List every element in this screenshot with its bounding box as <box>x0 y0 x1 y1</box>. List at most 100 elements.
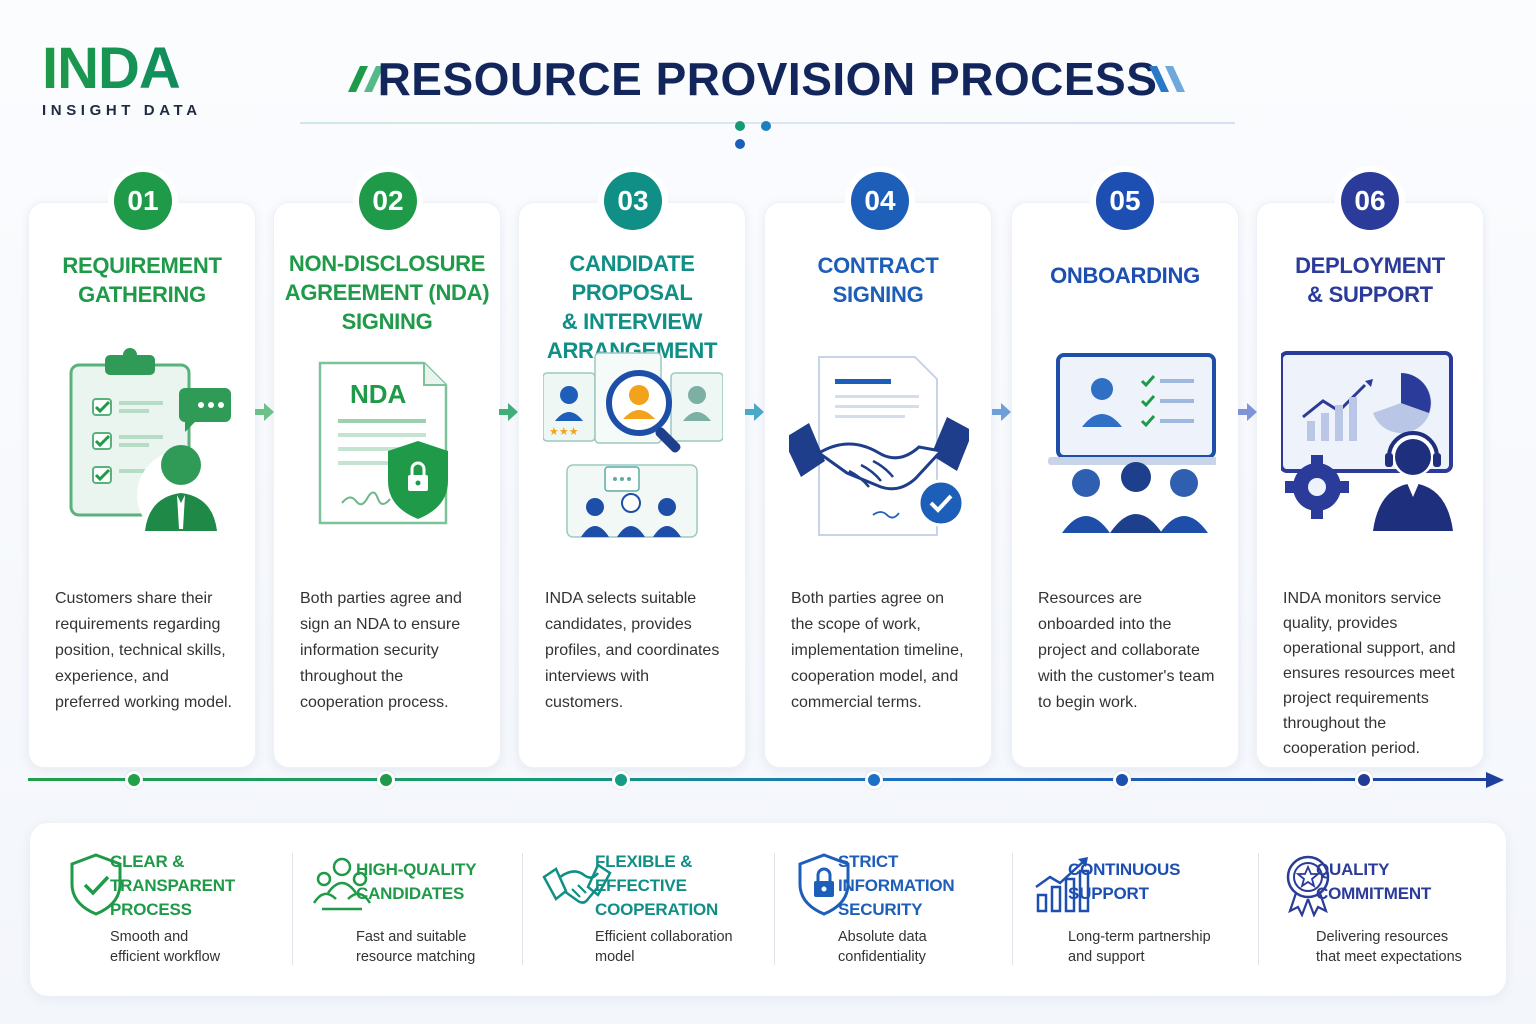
step-title-line: & INTERVIEW <box>561 309 703 334</box>
benefit-title: CONTINUOUS SUPPORT <box>1068 858 1180 906</box>
benefit-divider <box>292 853 293 965</box>
step-title-line: AGREEMENT (NDA) <box>284 280 490 305</box>
step-description-line: project and collaborate <box>1038 642 1200 659</box>
step-arrow-icon <box>255 403 274 421</box>
step-title-line: ONBOARDING <box>1050 263 1200 288</box>
inda-logo: INDA INSIGHT DATA <box>42 40 242 120</box>
step-number-badge: 01 <box>114 172 172 230</box>
handshake-contract-icon <box>783 343 973 543</box>
step-number-badge: 02 <box>359 172 417 230</box>
benefit-description-line: confidentiality <box>838 949 926 965</box>
step-description-line: ensures resources meet <box>1283 665 1455 682</box>
step-description-line: cooperation model, and <box>791 668 959 685</box>
step-title-line: SIGNING <box>832 282 924 307</box>
step-title-line: SIGNING <box>341 309 433 334</box>
benefit-description-line: Fast and suitable <box>356 929 467 945</box>
step-description-line: the scope of work, <box>791 616 921 633</box>
benefit-description-line: Efficient collaboration <box>595 929 733 945</box>
step-description-line: commercial terms. <box>791 694 922 711</box>
logo-subtitle: INSIGHT DATA <box>42 102 202 119</box>
step-title-line: & SUPPORT <box>1307 282 1433 307</box>
timeline-dot-3 <box>612 771 630 789</box>
step-description-line: customers. <box>545 694 624 711</box>
step-title-line: CONTRACT <box>817 253 939 278</box>
deployment-support-icon <box>1279 343 1461 543</box>
step-description-line: Resources are <box>1038 590 1143 607</box>
step-card-06: DEPLOYMENT & SUPPORT INDA monitors servic… <box>1256 202 1484 768</box>
step-description-line: sign an NDA to ensure <box>300 616 461 633</box>
timeline-arrow-icon <box>1486 772 1504 788</box>
benefit-title-line: COOPERATION <box>595 900 719 919</box>
step-description-line: with the customer's team <box>1038 668 1215 685</box>
shield-check-icon <box>66 851 126 917</box>
step-description-line: throughout the <box>1283 715 1387 732</box>
benefit-description-line: Long-term partnership <box>1068 929 1211 945</box>
benefit-divider <box>1012 853 1013 965</box>
step-number-badge: 03 <box>604 172 662 230</box>
step-description-line: candidates, provides <box>545 616 692 633</box>
benefit-title-line: FLEXIBLE & <box>595 852 693 871</box>
timeline-line <box>28 778 1490 781</box>
benefit-description-line: Delivering resources <box>1316 929 1449 945</box>
page-header: RESOURCE PROVISION PROCESS <box>300 50 1235 149</box>
benefit-title-line: HIGH-QUALITY <box>356 860 477 879</box>
step-description-line: throughout the <box>300 668 404 685</box>
step-title: CONTRACT SIGNING <box>769 251 987 309</box>
step-arrow-icon <box>499 403 518 421</box>
benefit-title-line: COMMITMENT <box>1316 884 1432 903</box>
step-description-line: requirements regarding <box>55 616 221 633</box>
step-title-line: GATHERING <box>78 282 206 307</box>
step-arrow-icon <box>1238 403 1257 421</box>
step-arrow-icon <box>992 403 1011 421</box>
onboarding-team-icon <box>1036 343 1224 543</box>
timeline-dot-4 <box>865 771 883 789</box>
benefit-title-line: TRANSPARENT <box>110 876 235 895</box>
benefit-description-line: Smooth and <box>110 929 189 945</box>
timeline <box>28 771 1508 789</box>
step-description-line: onboarded into the <box>1038 616 1172 633</box>
quality-badge-icon <box>1278 851 1338 918</box>
handshake-icon <box>542 851 612 917</box>
step-description-line: cooperation period. <box>1283 740 1420 757</box>
step-description-line: profiles, and coordinates <box>545 642 720 659</box>
benefit-title-line: INFORMATION <box>838 876 955 895</box>
shield-lock-icon <box>794 851 854 917</box>
growth-chart-icon <box>1032 851 1092 917</box>
step-description-line: to begin work. <box>1038 694 1138 711</box>
step-title-line: DEPLOYMENT <box>1295 253 1445 278</box>
svg-text:★★★: ★★★ <box>549 425 579 438</box>
step-description-line: Customers share their <box>55 590 213 607</box>
benefit-title-line: CONTINUOUS <box>1068 860 1181 879</box>
step-description-line: quality, provides <box>1283 615 1398 632</box>
step-description-line: interviews with <box>545 668 650 685</box>
nda-document-icon: NDA <box>298 343 478 543</box>
benefit-title-line: STRICT <box>838 852 899 871</box>
people-group-icon <box>312 851 372 917</box>
candidate-search-icon: ★★★ <box>542 343 724 543</box>
benefit-title-line: SUPPORT <box>1068 884 1149 903</box>
step-description-line: implementation timeline, <box>791 642 964 659</box>
step-number-badge: 06 <box>1341 172 1399 230</box>
step-number-badge: 04 <box>851 172 909 230</box>
nda-icon-text: NDA <box>350 379 407 409</box>
step-description-line: preferred working model. <box>55 694 232 711</box>
benefit-divider <box>522 853 523 965</box>
